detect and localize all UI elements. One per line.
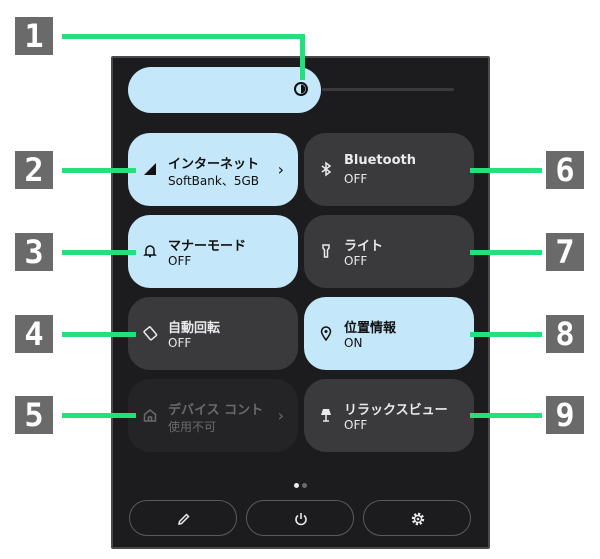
callout-badge-4: 4 bbox=[15, 315, 53, 353]
tile-status: OFF bbox=[344, 172, 368, 186]
callout-line-4 bbox=[62, 332, 136, 337]
tile-device-controls[interactable]: デバイス コント 使用不可 › bbox=[128, 379, 298, 452]
brightness-slider-track[interactable] bbox=[322, 88, 454, 91]
bell-icon bbox=[143, 245, 157, 258]
bluetooth-icon bbox=[321, 161, 332, 177]
rotate-icon bbox=[143, 326, 158, 341]
callout-badge-9: 9 bbox=[546, 396, 584, 434]
tile-label: リラックスビュー bbox=[344, 403, 448, 418]
tile-status: OFF bbox=[168, 254, 192, 268]
tile-internet[interactable]: インターネット SoftBank、5GB › bbox=[128, 133, 298, 206]
callout-line-7 bbox=[470, 250, 542, 255]
tile-relax-view[interactable]: リラックスビュー OFF bbox=[304, 379, 474, 452]
callout-line-6 bbox=[470, 168, 542, 173]
callout-line-3 bbox=[62, 250, 136, 255]
tile-status: ON bbox=[344, 336, 363, 350]
power-button[interactable] bbox=[246, 500, 354, 536]
settings-icon bbox=[411, 512, 425, 526]
signal-icon bbox=[144, 163, 156, 175]
tile-status: OFF bbox=[168, 336, 192, 350]
callout-badge-3: 3 bbox=[15, 233, 53, 271]
chevron-right-icon: › bbox=[277, 406, 284, 425]
tile-auto-rotate[interactable]: 自動回転 OFF bbox=[128, 297, 298, 370]
page-dot bbox=[302, 483, 307, 488]
tile-label: マナーモード bbox=[168, 239, 247, 254]
settings-button[interactable] bbox=[363, 500, 471, 536]
tile-label: 自動回転 bbox=[168, 321, 221, 336]
callout-badge-2: 2 bbox=[15, 151, 53, 189]
tile-manner-mode[interactable]: マナーモード OFF bbox=[128, 215, 298, 288]
callout-badge-6: 6 bbox=[546, 151, 584, 189]
callout-line-1-vertical bbox=[300, 34, 305, 80]
brightness-icon bbox=[294, 82, 308, 96]
brightness-slider-fill[interactable] bbox=[128, 67, 321, 113]
callout-line-2 bbox=[62, 168, 136, 173]
tile-status: 使用不可 bbox=[168, 420, 217, 434]
tile-label: ライト bbox=[344, 239, 384, 254]
tile-label: Bluetooth bbox=[344, 153, 416, 168]
tile-bluetooth[interactable]: Bluetooth OFF bbox=[304, 133, 474, 206]
flashlight-icon bbox=[322, 244, 330, 258]
callout-badge-1: 1 bbox=[15, 17, 53, 55]
location-icon bbox=[320, 326, 332, 341]
tile-flashlight[interactable]: ライト OFF bbox=[304, 215, 474, 288]
callout-badge-7: 7 bbox=[546, 233, 584, 271]
callout-line-5 bbox=[62, 413, 136, 418]
lamp-icon bbox=[321, 409, 331, 422]
tile-location[interactable]: 位置情報 ON bbox=[304, 297, 474, 370]
callout-line-9 bbox=[470, 413, 542, 418]
callout-line-1 bbox=[62, 34, 305, 39]
callout-badge-5: 5 bbox=[15, 396, 53, 434]
tile-label: 位置情報 bbox=[344, 321, 397, 336]
tile-status: OFF bbox=[344, 254, 368, 268]
page-indicator bbox=[294, 473, 310, 492]
callout-line-8 bbox=[470, 332, 542, 337]
edit-button[interactable] bbox=[129, 500, 237, 536]
tile-label: デバイス コント bbox=[168, 403, 264, 418]
tile-status: OFF bbox=[344, 418, 368, 432]
tile-label: インターネット bbox=[168, 157, 260, 172]
page-dot-active bbox=[294, 483, 299, 488]
home-icon bbox=[143, 409, 157, 422]
chevron-right-icon: › bbox=[277, 160, 284, 179]
tile-status: SoftBank、5GB bbox=[168, 174, 259, 188]
edit-icon bbox=[178, 513, 190, 525]
power-icon bbox=[295, 513, 307, 526]
callout-badge-8: 8 bbox=[546, 315, 584, 353]
